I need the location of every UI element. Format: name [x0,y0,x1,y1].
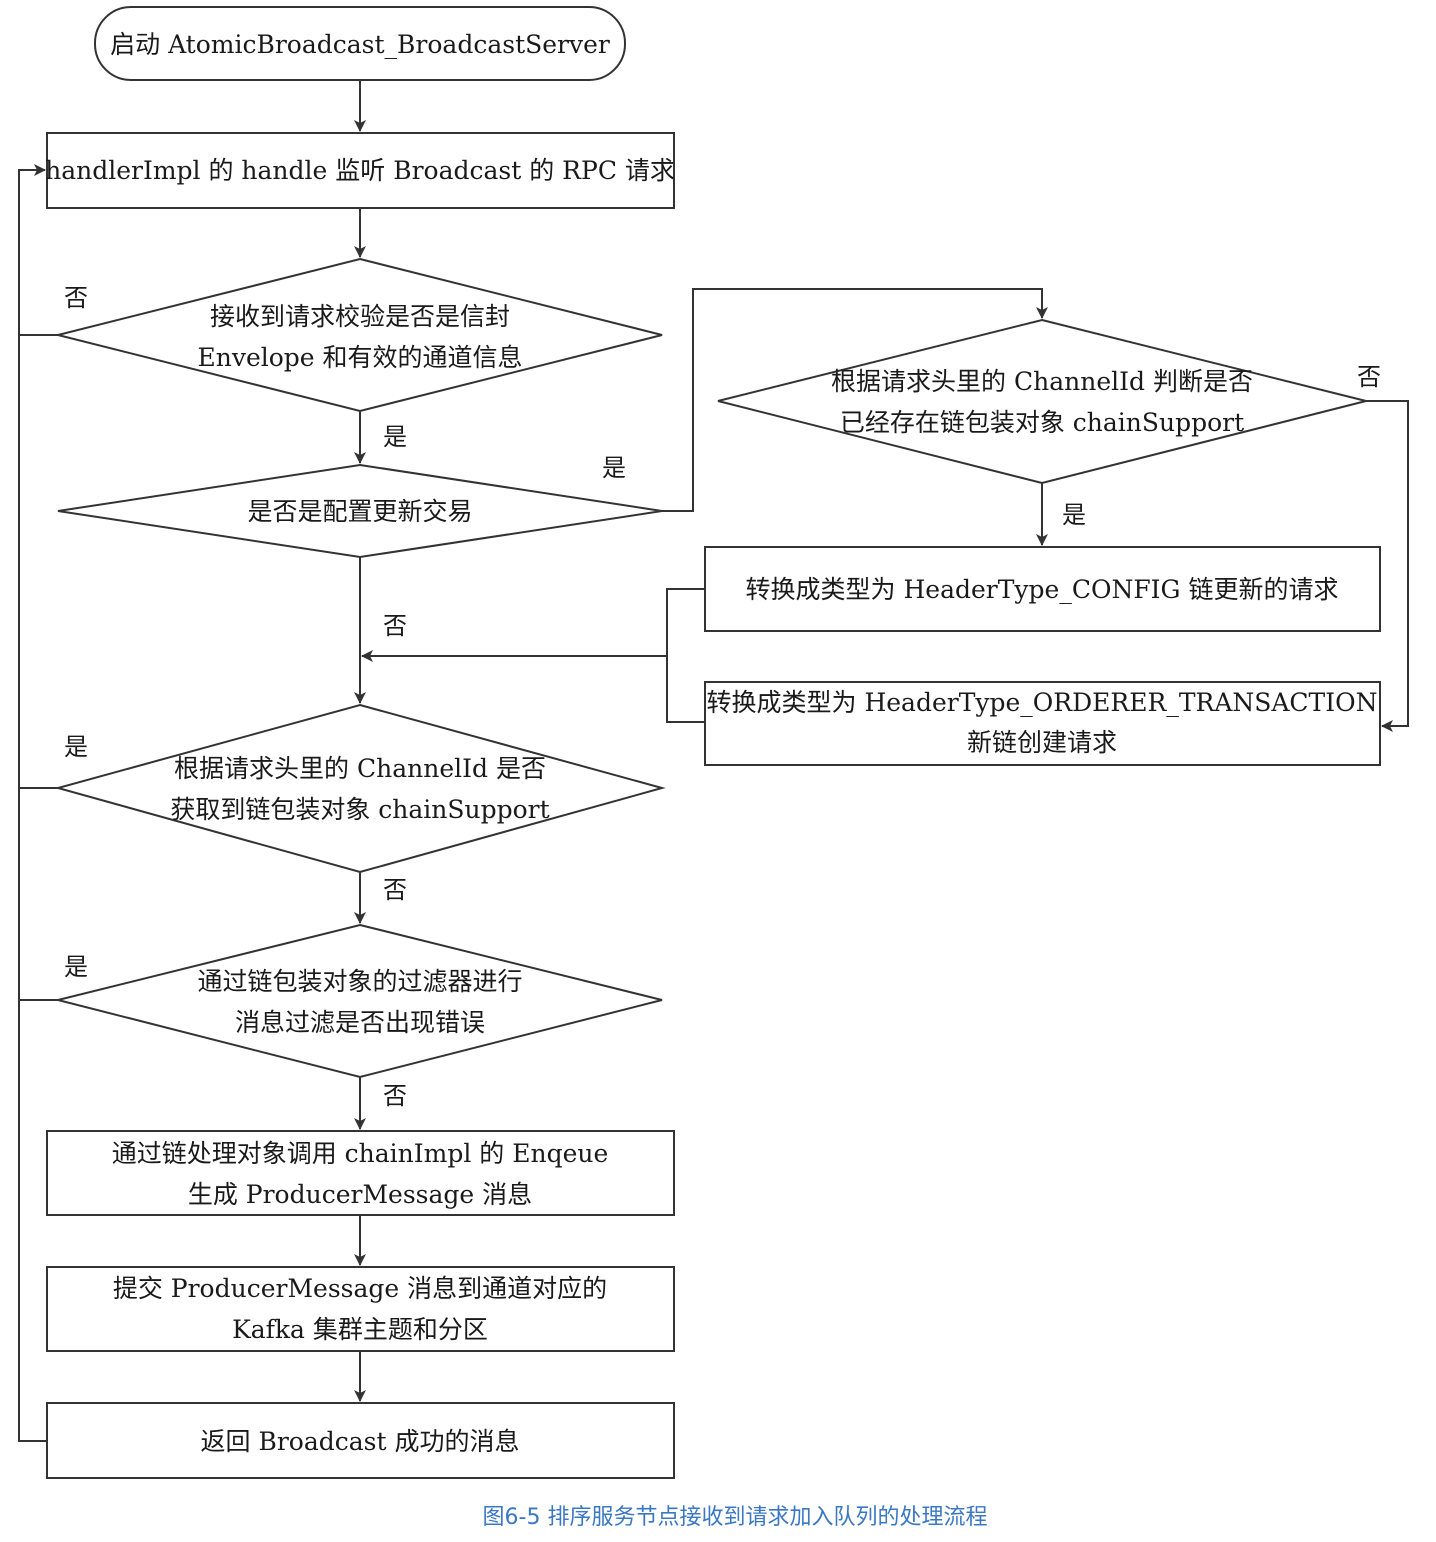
label-filter-yes: 是 [64,953,88,981]
check-envelope-label-1: 接收到请求校验是否是信封 [210,302,510,331]
figure-caption: 图6-5 排序服务节点接收到请求加入队列的处理流程 [483,1505,988,1530]
get-chain-node [54,703,666,874]
chain-exists-label-1: 根据请求头里的 ChannelId 判断是否 [831,367,1253,396]
convert-orderer-label-2: 新链创建请求 [967,728,1117,757]
filter-label-1: 通过链包装对象的过滤器进行 [197,967,522,996]
submit-label-1: 提交 ProducerMessage 消息到通道对应的 [113,1274,607,1303]
filter-label-2: 消息过滤是否出现错误 [235,1008,485,1037]
get-chain-label-2: 获取到链包装对象 chainSupport [170,795,549,824]
is-config-label: 是否是配置更新交易 [247,497,472,526]
convert-config-label: 转换成类型为 HeaderType_CONFIG 链更新的请求 [746,575,1339,604]
label-config-yes: 是 [602,454,626,482]
get-chain-label-1: 根据请求头里的 ChannelId 是否 [174,754,546,783]
start-label: 启动 AtomicBroadcast_BroadcastServer [110,30,610,59]
label-get-chain-yes: 是 [64,733,88,761]
edge-config-merge-top [666,588,705,723]
label-check-yes: 是 [383,423,407,451]
enqueue-label-1: 通过链处理对象调用 chainImpl 的 Enqeue [112,1139,609,1168]
enqueue-label-2: 生成 ProducerMessage 消息 [188,1180,532,1209]
label-chain-exists-no: 否 [1357,363,1381,391]
listen-node [46,132,675,209]
submit-node [46,1266,675,1352]
chain-exists-node [717,318,1367,485]
convert-config-node [704,546,1381,632]
label-filter-no: 否 [383,1082,407,1110]
submit-label-2: Kafka 集群主题和分区 [232,1315,488,1344]
convert-orderer-node [704,681,1381,766]
listen-label: handlerImpl 的 handle 监听 Broadcast 的 RPC … [45,156,675,185]
label-config-no: 否 [383,612,407,640]
check-envelope-label-2: Envelope 和有效的通道信息 [197,343,522,372]
label-chain-exists-yes: 是 [1062,501,1086,529]
edge-chain-exists-no [1366,400,1409,732]
chain-exists-label-2: 已经存在链包装对象 chainSupport [840,408,1244,437]
label-check-no: 否 [64,284,88,312]
edge-feedback-loop [18,164,47,1442]
label-get-chain-no: 否 [383,876,407,904]
check-envelope-node [57,257,663,413]
return-success-label: 返回 Broadcast 成功的消息 [201,1427,520,1456]
edge-config-yes [662,288,1048,512]
filter-node [57,923,663,1079]
convert-orderer-label-1: 转换成类型为 HeaderType_ORDERER_TRANSACTION [707,688,1378,717]
